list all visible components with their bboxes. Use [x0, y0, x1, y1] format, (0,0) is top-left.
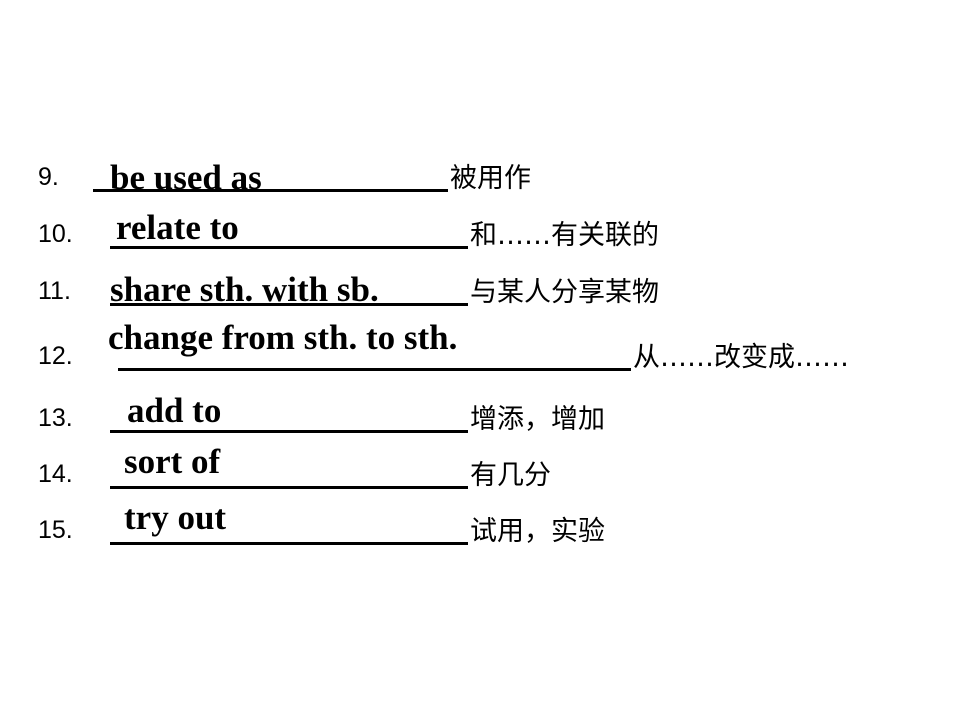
answer-blank-line — [110, 430, 468, 433]
answer-text: add to — [127, 391, 222, 430]
chinese-meaning: 和……有关联的 — [470, 220, 659, 251]
chinese-meaning: 从……改变成…… — [633, 342, 849, 373]
exercise-item: 14. sort of 有几分 — [0, 433, 960, 493]
item-number: 15. — [38, 516, 73, 544]
chinese-meaning: 试用，实验 — [470, 516, 605, 547]
item-number: 10. — [38, 220, 73, 248]
chinese-meaning: 与某人分享某物 — [470, 277, 659, 308]
answer-blank-line — [110, 486, 468, 489]
item-number: 9. — [38, 163, 59, 191]
item-number: 14. — [38, 460, 73, 488]
exercise-item: 11. share sth. with sb. 与某人分享某物 — [0, 250, 960, 310]
item-number: 13. — [38, 404, 73, 432]
answer-blank-line — [93, 189, 448, 192]
chinese-meaning: 有几分 — [470, 460, 551, 491]
item-number: 12. — [38, 342, 73, 370]
exercise-item: 15. try out 试用，实验 — [0, 489, 960, 549]
answer-blank-line — [110, 246, 468, 249]
exercise-item: 12. change from sth. to sth. 从……改变成…… — [0, 315, 960, 375]
answer-text: try out — [124, 498, 227, 537]
answer-text: be used as — [110, 158, 262, 197]
exercise-item: 9. be used as 被用作 — [0, 136, 960, 196]
answer-text: relate to — [116, 208, 239, 247]
answer-text: change from sth. to sth. — [108, 318, 458, 357]
answer-blank-line — [110, 303, 468, 306]
answer-blank-line — [110, 542, 468, 545]
answer-blank-line — [118, 368, 631, 371]
chinese-meaning: 增添，增加 — [470, 404, 605, 435]
exercise-item: 13. add to 增添，增加 — [0, 377, 960, 437]
answer-text: sort of — [124, 442, 221, 481]
chinese-meaning: 被用作 — [450, 163, 531, 194]
answer-text: share sth. with sb. — [110, 270, 379, 309]
item-number: 11. — [38, 277, 71, 305]
exercise-item: 10. relate to 和……有关联的 — [0, 193, 960, 253]
